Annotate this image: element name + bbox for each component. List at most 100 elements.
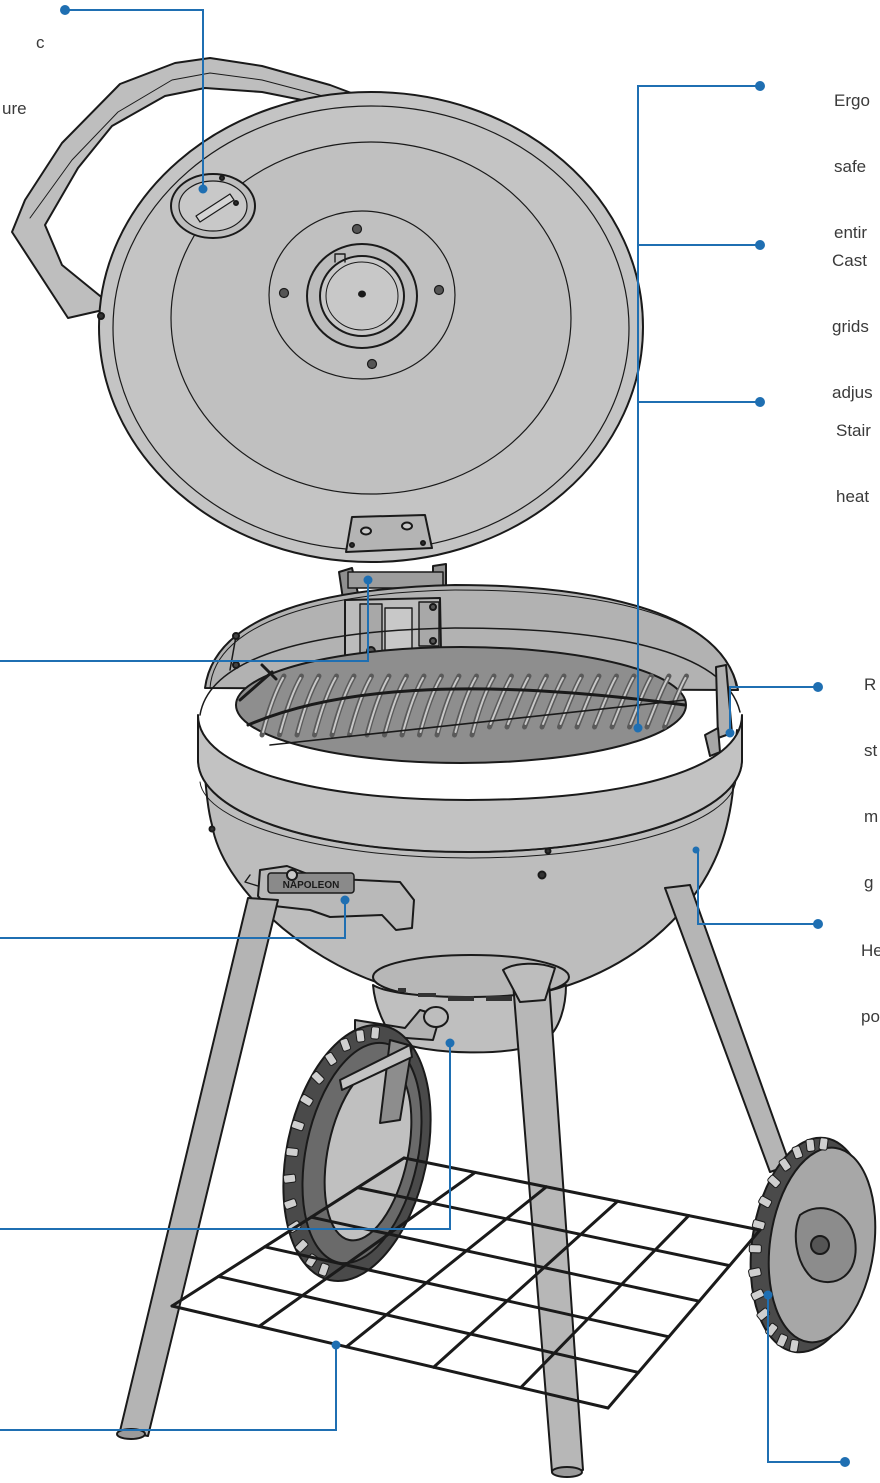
shelf-rod — [170, 1156, 406, 1308]
grate-slat-highlight — [349, 677, 372, 733]
shelf-rod — [170, 1304, 610, 1410]
callout-line-ergonomic — [637, 85, 760, 728]
grate-slat-highlight — [279, 677, 302, 733]
grate-slat-highlight — [384, 677, 407, 733]
wheel-tread — [776, 1333, 789, 1348]
shelf-rod — [432, 1199, 620, 1369]
label-stainless-line-2: heat — [836, 487, 870, 506]
label-stainless: Stair heat — [836, 376, 871, 552]
callout-dot-ergonomic — [755, 81, 765, 91]
grate-slat-highlight — [332, 677, 354, 733]
label-cast-line-1: Cast — [832, 251, 867, 270]
wheel-tread — [282, 1173, 297, 1184]
callout-dot-heat-bowl — [813, 919, 823, 929]
wheel-tread — [283, 1198, 298, 1210]
shelf-rod — [309, 1215, 701, 1303]
shelf-rod — [257, 1170, 477, 1328]
shelf-rod — [263, 1245, 671, 1339]
label-stainless-line-1: Stair — [836, 421, 871, 440]
shelf-rod — [402, 1156, 762, 1232]
callout-line-handle — [0, 900, 346, 939]
shelf-rod — [606, 1228, 762, 1410]
grate-slat-highlight — [454, 677, 477, 733]
grate-slat-highlight — [542, 677, 564, 725]
wheel-tread — [805, 1138, 816, 1152]
label-top-left-line-1: c — [36, 33, 45, 52]
shelf-rod — [216, 1274, 640, 1374]
wheel-tread — [370, 1026, 381, 1040]
shelf-rod — [344, 1185, 548, 1349]
callout-line-shelf — [0, 1345, 337, 1431]
label-heat-bowl-line-2: po — [861, 1007, 880, 1026]
callout-line-heat-bowl — [697, 850, 818, 925]
wheel-tread — [758, 1195, 773, 1209]
callout-dot-removable — [813, 682, 823, 692]
grate-slat-highlight — [559, 677, 582, 725]
grate-slat-highlight — [664, 677, 687, 725]
callout-dot-temperature — [60, 5, 70, 15]
shelf-rod — [356, 1186, 732, 1268]
grate-slat-highlight — [472, 677, 494, 733]
wheel-tread — [748, 1267, 762, 1278]
grate-slat-highlight — [507, 677, 529, 725]
label-removable-line-4: g — [864, 873, 874, 892]
left-leg — [119, 897, 279, 1437]
grate-slat-highlight — [419, 677, 442, 733]
center-leg — [511, 967, 584, 1473]
grate-slat-highlight — [367, 677, 389, 733]
callout-dot-stainless — [755, 397, 765, 407]
wheel-tread — [299, 1094, 314, 1107]
grate-slat-highlight — [297, 677, 319, 733]
callout-dot-cast — [755, 240, 765, 250]
label-removable-line-3: m — [864, 807, 879, 826]
wheel-tread — [355, 1029, 366, 1043]
label-cast: Cast grids adjus — [832, 206, 873, 448]
label-top-left-line-2: ure — [2, 99, 27, 118]
label-ergonomic-line-3: entir — [834, 223, 868, 242]
label-removable-line-1: R — [864, 675, 877, 694]
lid-hinge-plate — [345, 514, 433, 553]
label-ergonomic-line-2: safe — [834, 157, 867, 176]
label-heat-bowl: He po — [861, 896, 880, 1072]
wheel-tread — [748, 1244, 762, 1254]
grate-slat-highlight — [612, 677, 634, 725]
wheel-tread — [818, 1137, 829, 1151]
wheel-tread — [339, 1037, 352, 1052]
wheel-tread — [789, 1338, 800, 1353]
label-heat-bowl-line-1: He — [861, 941, 880, 960]
grate-slat-highlight — [402, 677, 424, 733]
right-leg — [664, 884, 791, 1173]
label-ergonomic: Ergo safe entir — [834, 46, 870, 288]
label-cast-line-3: adjus — [832, 383, 873, 402]
wheel-tread — [294, 1239, 309, 1253]
brand-plate: NAPOLEON — [283, 880, 340, 891]
grate-slat-highlight — [524, 677, 547, 725]
wheel-tread — [778, 1157, 792, 1172]
callout-line-removable — [729, 686, 818, 733]
label-ergonomic-line-1: Ergo — [834, 91, 870, 110]
grate-slat-highlight — [262, 677, 284, 733]
wheel-tread — [318, 1262, 330, 1277]
wheel-tread — [311, 1071, 325, 1085]
wheel-tread — [285, 1147, 299, 1157]
bowl — [199, 729, 738, 995]
label-top-left: c ure — [0, 0, 45, 164]
label-removable: R st m g — [864, 630, 880, 938]
callout-line-hinge — [0, 580, 369, 662]
label-cast-line-2: grids — [832, 317, 869, 336]
wire-shelf — [170, 1156, 762, 1410]
callout-line-wheel — [767, 1295, 845, 1463]
wheel-tread — [791, 1145, 804, 1160]
wheel-tread — [290, 1119, 305, 1132]
grate-slat-highlight — [594, 677, 617, 725]
wheel-tread — [750, 1288, 765, 1301]
label-removable-line-2: st — [864, 741, 878, 760]
callout-dot-wheel — [840, 1457, 850, 1467]
shelf-rod — [519, 1214, 691, 1390]
grate-slat-highlight — [577, 677, 599, 725]
callout-line-ash — [0, 1043, 451, 1230]
wheel-tread — [324, 1051, 338, 1066]
callout-line-temperature — [65, 9, 204, 189]
